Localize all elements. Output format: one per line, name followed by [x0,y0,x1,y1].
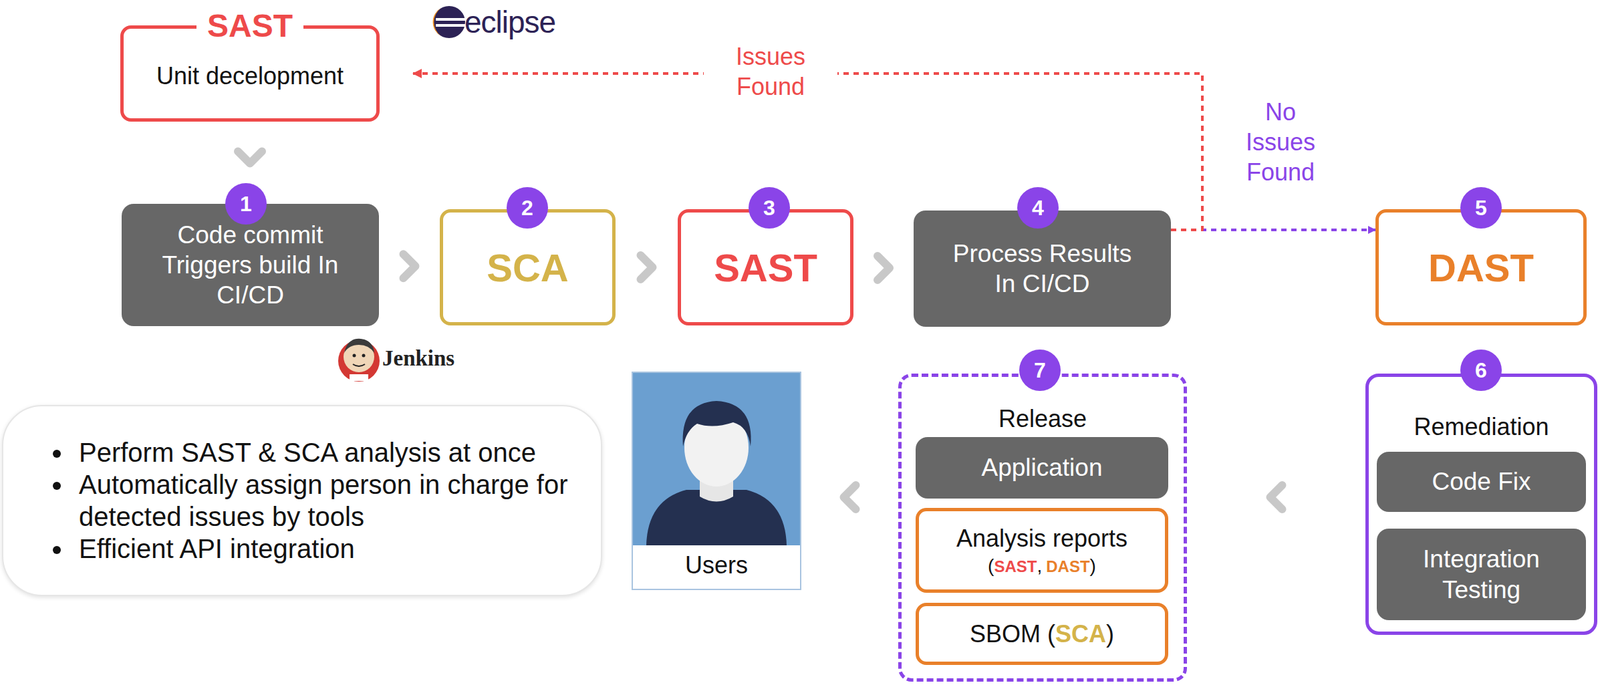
node-text: Code commit Triggers build In CI/CD [155,219,346,311]
group-heading: Release [998,405,1087,434]
text-part: SCA [1055,620,1107,648]
process-box: SASTUnit decelopment [120,25,380,122]
callout-number: 6 [1460,349,1502,391]
group-box: RemediationCode FixIntegration Testing [1365,373,1598,635]
release-item: SBOM (SCA) [915,602,1169,665]
node-text: Integration Testing [1396,544,1566,605]
edge-label: Issues Found [703,40,838,103]
text-line: (SAST,DAST) [987,555,1097,577]
callout-number: 4 [1017,187,1059,229]
node-text: SAST [713,245,818,291]
edge-label: No Issues Found [1233,95,1328,189]
node-heading: SAST [196,7,304,45]
logo-text: eclipse [464,4,556,41]
text-part: SAST [993,557,1037,576]
callout-number: 5 [1460,187,1502,229]
flow-chevron [877,255,890,281]
group-box: ReleaseApplicationAnalysis reports(SAST,… [898,373,1187,682]
text-line: SBOM (SCA) [969,620,1115,649]
logo-text: Jenkins [382,346,455,371]
note-box: Perform SAST & SCA analysis at onceAutom… [2,405,603,597]
eclipse-logo [433,6,466,39]
node-text: Unit decelopment [156,62,344,91]
callout-number: 2 [506,187,549,229]
flow-chevron [640,255,653,280]
callout-number: 3 [748,187,790,229]
text-part: SBOM ( [969,620,1056,648]
flow-chevron [403,253,416,279]
text-part: ) [1090,555,1097,577]
bullet-item: Automatically assign person in charge fo… [73,468,581,533]
text-part: ) [1106,620,1115,648]
release-item: Application [915,437,1169,499]
bullet-item: Efficient API integration [73,532,581,565]
bullet-list: Perform SAST & SCA analysis at onceAutom… [3,436,601,565]
node-text: DAST [1428,245,1534,291]
text-part: DAST [1045,557,1090,576]
jenkins-logo [338,338,380,382]
step-box: Integration Testing [1376,528,1586,621]
flow-chevron [1270,485,1283,510]
flow-chevron [844,485,857,510]
node-text: Analysis reports [956,524,1128,553]
callout-number: 7 [1019,349,1061,391]
node-text: Code Fix [1431,466,1531,497]
callout-number: 1 [225,183,267,225]
user-card: Users [631,371,802,591]
text-part: ( [987,555,994,577]
node-text: Process Results In CI/CD [947,238,1138,299]
group-heading: Remediation [1413,413,1549,442]
node-text: Application [981,452,1103,483]
bullet-item: Perform SAST & SCA analysis at once [73,436,581,469]
user-illustration [632,372,800,546]
flow-chevron [237,151,262,164]
node-text: Users [685,551,748,580]
release-item: Analysis reports(SAST,DAST) [915,507,1169,593]
node-text: SCA [486,245,569,291]
step-box: Code Fix [1376,451,1586,512]
text-part: , [1036,555,1042,577]
